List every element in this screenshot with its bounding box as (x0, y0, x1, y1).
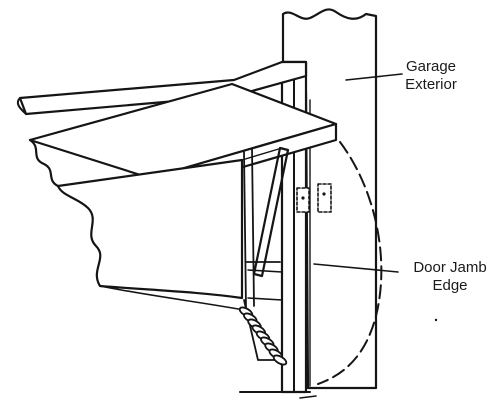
callout-leaders (313, 73, 438, 322)
hinge-plates (296, 183, 332, 213)
door-swing-arc (317, 141, 383, 385)
coil-spring (238, 306, 288, 366)
door-jamb-edge-label-line-1: Door Jamb (413, 259, 487, 276)
spring-coil-turn (272, 354, 288, 366)
garage-exterior-label-line-2: Exterior (405, 76, 457, 93)
header-board (16, 60, 308, 116)
garage-exterior-label-line-1: Garage (405, 58, 457, 75)
door-jamb-edge-label-line-2: Edge (432, 277, 468, 294)
garage-exterior-label: Garage Exterior (396, 58, 466, 94)
garage-door-panel (28, 82, 338, 300)
door-jamb-edge-label: Door Jamb Edge (400, 259, 500, 295)
